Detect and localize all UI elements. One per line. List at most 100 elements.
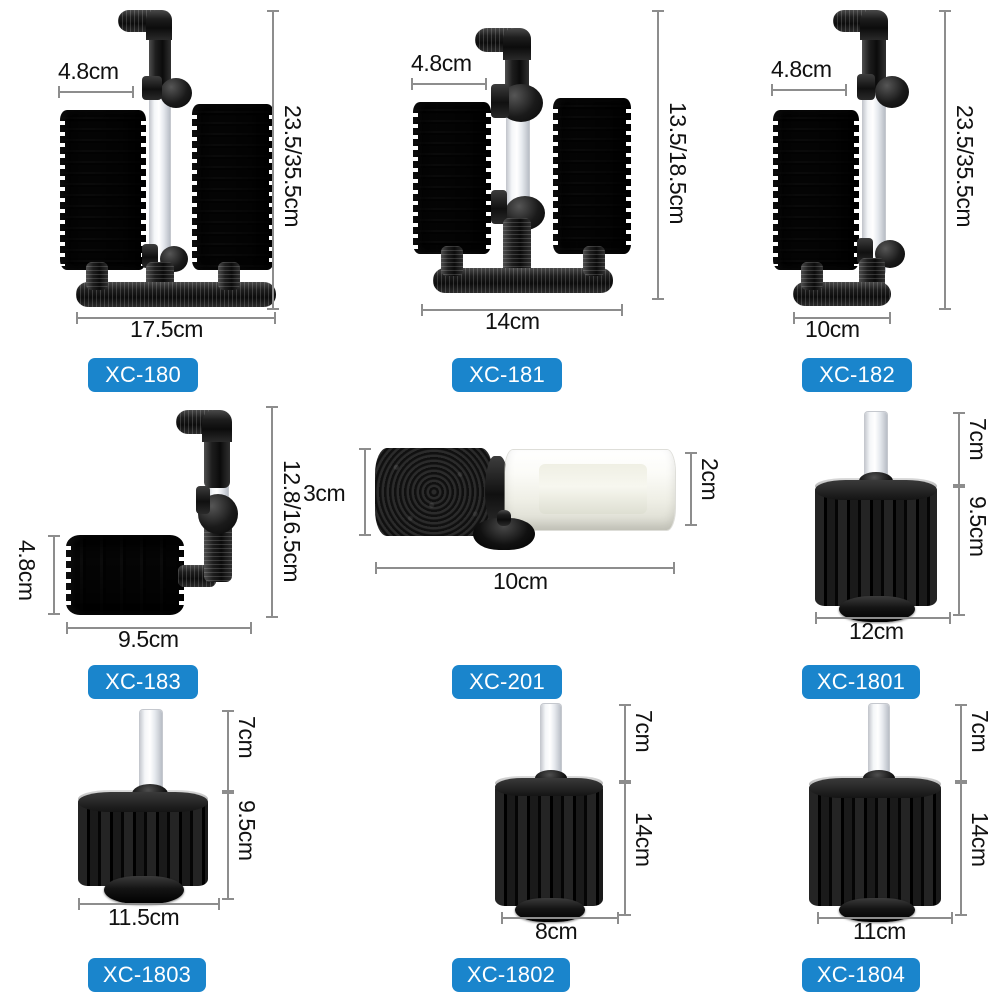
sponge-body-left [59,110,147,270]
tube-collar-upper [491,84,509,118]
dim-label-total-width: 10cm [805,316,860,342]
dim-label-foam-height: 3cm [303,480,346,506]
product-badge-xc-1802[interactable]: XC-1802 [452,958,570,992]
product-illustration-xc-201: 3cm 2cm 10cm [303,400,723,670]
tube-collar-upper [142,76,162,100]
product-illustration-xc-183: 4.8cm 9.5cm 12.8/16.5cm [0,400,333,670]
base-manifold-bar [76,282,276,307]
sponge-body-right [552,98,632,254]
product-badge-xc-1804[interactable]: XC-1804 [802,958,920,992]
product-badge-xc-1803[interactable]: XC-1803 [88,958,206,992]
product-illustration-xc-180: 4.8cm 17.5cm 23.5/35.5cm [0,0,333,400]
dim-line-body-height [222,792,234,900]
sponge-body [809,782,941,906]
housing-inner-core [539,464,647,514]
dim-label-total-width: 8cm [535,918,578,944]
riser-tube [865,412,887,484]
product-badge-label: XC-1802 [466,962,556,987]
riser-tube [541,704,561,782]
sponge-body [815,484,937,606]
product-illustration-xc-1801: 7cm 9.5cm 12cm [667,400,1000,670]
tube-collar-lower [857,238,873,264]
product-badge-label: XC-182 [819,362,895,387]
dim-label-body-height: 9.5cm [234,800,260,861]
outlet-elbow-corner [202,410,232,442]
sponge-body [772,110,860,270]
dim-label-sponge-width: 4.8cm [771,56,832,82]
dim-label-tube-height: 7cm [967,710,993,753]
riser-tube [140,710,162,796]
dim-line-tube-height [619,704,631,782]
clear-housing-barrel [505,450,675,530]
left-riser-stub [86,262,108,290]
outlet-elbow-corner [860,10,888,40]
dim-line-sponge-width [771,84,847,96]
right-riser-stub [583,246,605,276]
riser-tube [863,90,885,274]
sponge-body-right [191,104,275,270]
tube-collar-lower [491,190,507,224]
product-badge-xc-182[interactable]: XC-182 [802,358,912,392]
upper-valve-knob [875,76,909,108]
right-riser-stub [218,262,240,290]
product-illustration-xc-1804: 7cm 14cm 11cm [667,700,1000,950]
outlet-elbow-corner [503,28,531,60]
dim-line-total-height [267,10,279,310]
sponge-riser-stub [801,262,823,290]
dim-label-total-height: 12.8/16.5cm [279,460,305,583]
left-riser-stub [441,246,463,276]
dim-line-total-width [66,622,252,634]
dim-line-barrel-height [685,452,697,526]
dim-label-tube-height: 7cm [965,418,991,461]
sponge-top-face [809,778,941,798]
dim-label-body-height: 14cm [631,812,657,867]
product-illustration-xc-182: 4.8cm 10cm 23.5/35.5cm [667,0,1000,400]
product-badge-label: XC-181 [469,362,545,387]
product-illustration-xc-181: 4.8cm 14cm 13.5/18.5cm [333,0,691,400]
dim-line-tube-height [955,704,967,782]
product-badge-xc-180[interactable]: XC-180 [88,358,198,392]
tube-collar-upper [857,74,875,100]
dim-label-tube-height: 7cm [234,716,260,759]
dim-line-total-width [815,612,951,624]
sponge-body [495,782,603,906]
dim-line-total-width [76,312,276,324]
product-badge-label: XC-183 [105,669,181,694]
dim-label-sponge-width: 4.8cm [58,58,119,84]
product-illustration-xc-1803: 7cm 9.5cm 11.5cm [0,700,333,950]
dim-line-sponge-width [58,86,134,98]
product-badge-xc-181[interactable]: XC-181 [452,358,562,392]
dim-label-total-height: 23.5/35.5cm [280,105,306,228]
product-badge-label: XC-1803 [102,962,192,987]
tube-collar [196,486,210,514]
sponge-body [65,535,185,615]
riser-tube [150,88,170,274]
dim-line-total-height [266,406,278,618]
dim-line-total-height [652,10,664,300]
dim-line-sponge-height [48,535,60,615]
riser-tube [869,704,889,782]
dim-line-total-width [78,898,220,910]
product-badge-label: XC-180 [105,362,181,387]
dim-label-total-width: 11cm [853,918,906,944]
sponge-body-left [412,102,492,254]
flow-valve-knob [160,78,192,108]
product-badge-xc-183[interactable]: XC-183 [88,665,198,699]
dim-line-body-height [955,782,967,916]
dim-line-body-height [619,782,631,916]
dim-label-total-width: 17.5cm [130,316,204,342]
sponge-top-face [815,480,937,500]
dim-label-total-height: 23.5/35.5cm [952,105,978,228]
product-illustration-xc-1802: 7cm 14cm 8cm [333,700,667,950]
product-badge-label: XC-1801 [816,669,906,694]
base-disc [104,876,184,904]
dim-label-total-width: 14cm [485,308,540,334]
product-badge-xc-201[interactable]: XC-201 [452,665,562,699]
dim-label-body-height: 9.5cm [965,496,991,557]
dim-line-total-width [793,312,891,324]
dim-line-tube-height [222,710,234,792]
outlet-elbow-corner [146,10,172,40]
dim-label-total-length: 10cm [493,568,548,594]
product-badge-xc-1801[interactable]: XC-1801 [802,665,920,699]
product-badge-label: XC-201 [469,669,545,694]
